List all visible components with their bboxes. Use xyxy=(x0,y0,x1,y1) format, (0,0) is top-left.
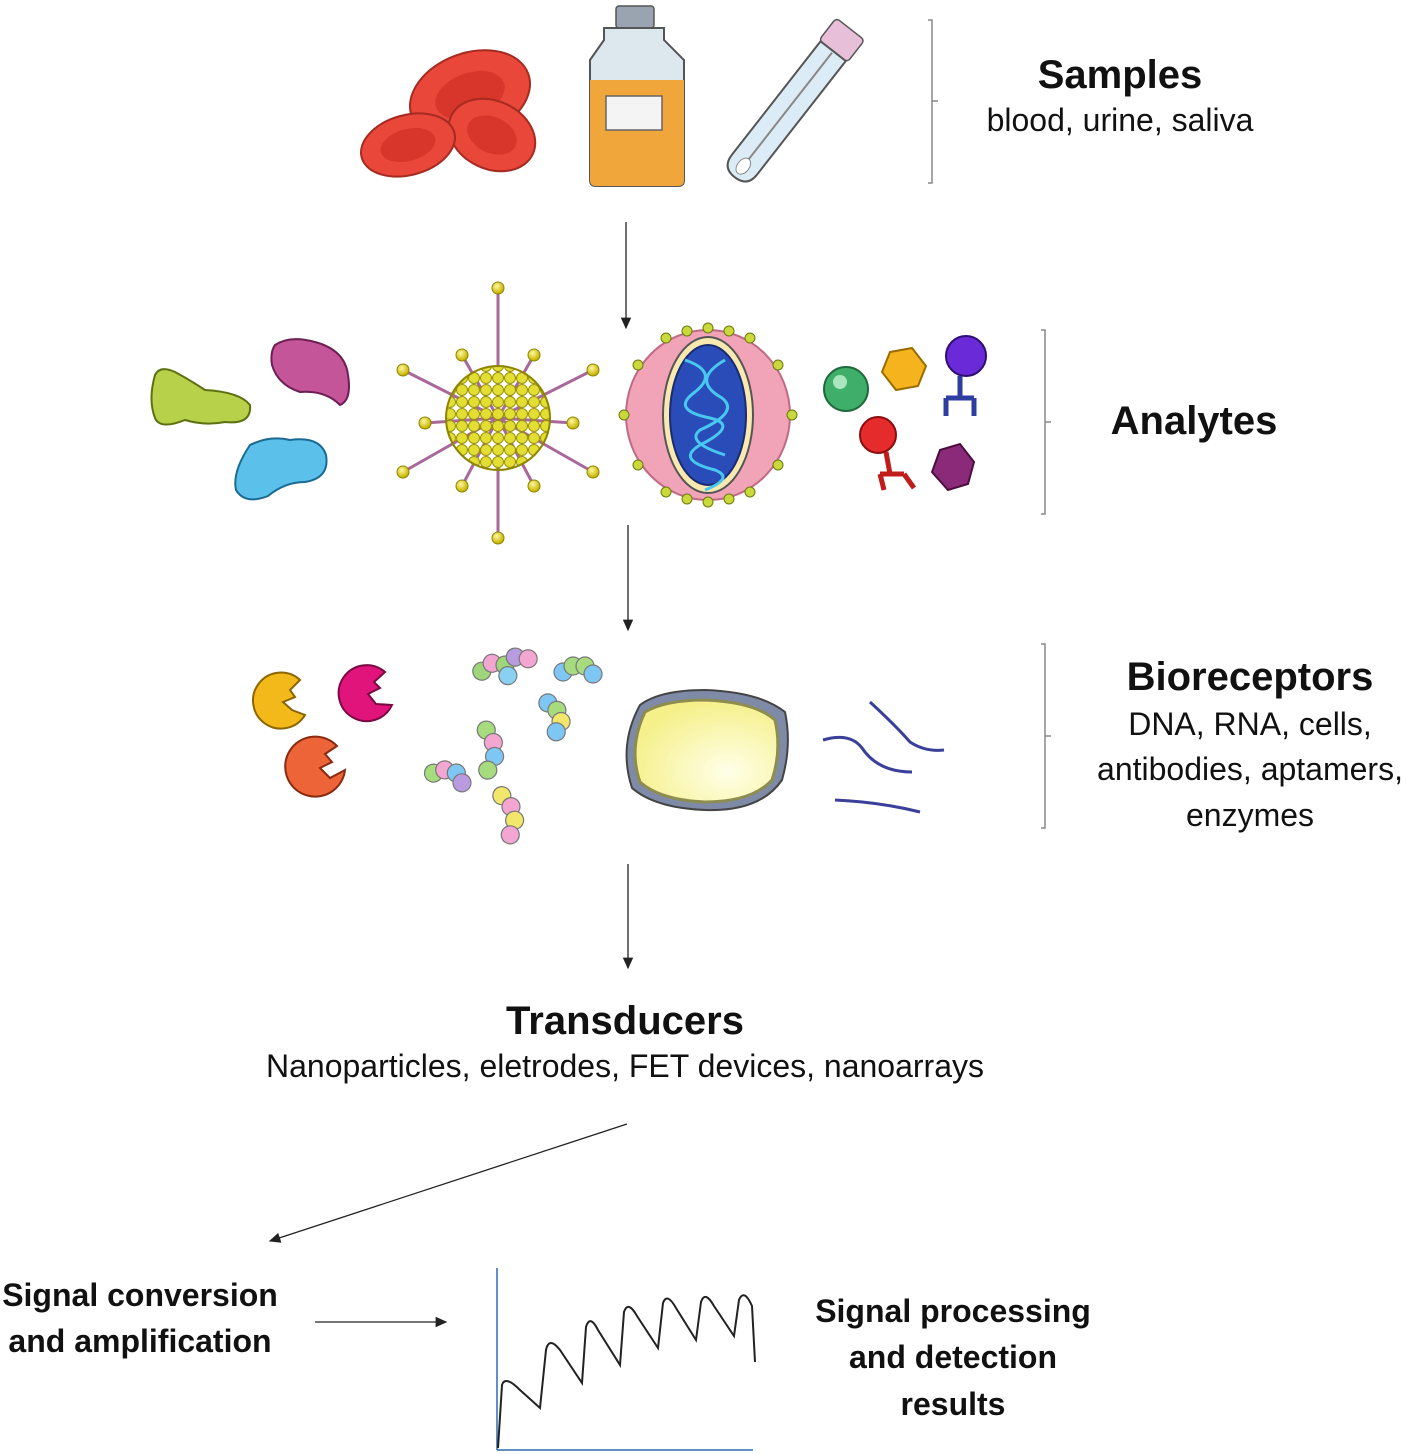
transducers-title: Transducers xyxy=(506,999,744,1043)
signal-processing-label: Signal processing and detection results xyxy=(798,1288,1108,1427)
samples-subtitle: blood, urine, saliva xyxy=(986,102,1254,138)
samples-bracket xyxy=(928,19,938,184)
signal-trace xyxy=(497,1294,756,1449)
signal-conversion-line-1: Signal conversion xyxy=(2,1277,278,1313)
signal-graph xyxy=(496,1268,756,1451)
signal-conversion-line-2: and amplification xyxy=(8,1323,272,1360)
bioreceptors-title: Bioreceptors xyxy=(1126,655,1374,699)
signal-processing-line-1: Signal processing xyxy=(815,1293,1091,1329)
nucleic-acid-strands-icon xyxy=(822,700,945,814)
cell-icon xyxy=(625,688,789,812)
analytes-label: Analytes xyxy=(1060,396,1328,446)
bioreceptors-label: Bioreceptors DNA, RNA, cells, antibodies… xyxy=(1075,652,1417,838)
red-blood-cells-icon xyxy=(359,49,537,178)
bioreceptors-line-3: enzymes xyxy=(1185,796,1315,833)
signal-conversion-label: Signal conversion and amplification xyxy=(0,1272,280,1365)
bioreceptors-line-1: DNA, RNA, cells, xyxy=(1128,706,1372,742)
protein-blobs-icon xyxy=(150,338,350,501)
transducers-subtitle: Nanoparticles, eletrodes, FET devices, n… xyxy=(266,1048,984,1084)
bioreceptors-bracket xyxy=(1041,643,1051,829)
small-molecules-icon xyxy=(823,335,987,492)
urine-bottle-icon xyxy=(589,5,685,187)
samples-label: Samples blood, urine, saliva xyxy=(950,50,1290,140)
virus-icon xyxy=(618,322,798,508)
bioreceptors-line-2: antibodies, aptamers, xyxy=(1097,751,1403,788)
transducers-label: Transducers Nanoparticles, eletrodes, FE… xyxy=(225,996,1025,1086)
enzymes-icon xyxy=(252,664,394,798)
saliva-swab-tube-icon xyxy=(726,18,864,183)
arrow-transducers-to-signal-conversion xyxy=(268,1123,628,1243)
analytes-title: Analytes xyxy=(1110,399,1278,443)
nanoparticle-icon xyxy=(396,281,600,545)
antibodies-icon xyxy=(423,647,603,845)
signal-processing-line-3: results xyxy=(900,1385,1006,1422)
analytes-bracket xyxy=(1041,329,1051,515)
signal-processing-line-2: and detection xyxy=(848,1339,1057,1376)
samples-title: Samples xyxy=(1037,53,1203,97)
